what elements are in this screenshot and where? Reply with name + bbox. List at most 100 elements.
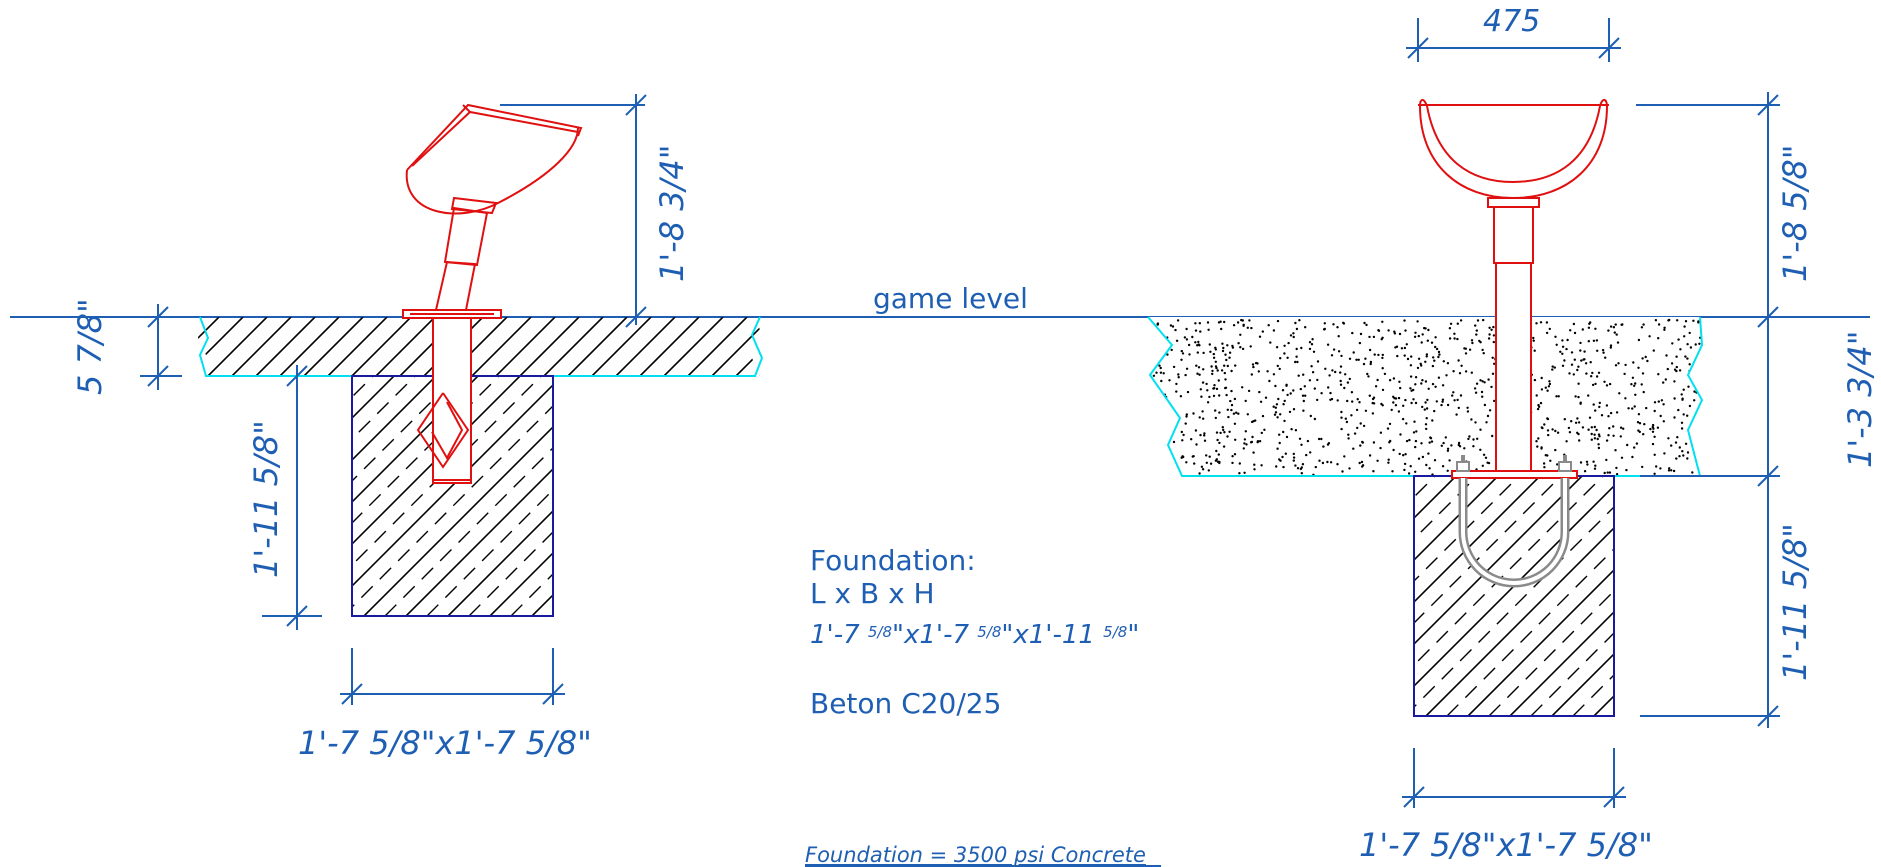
concrete-speck <box>1656 426 1660 429</box>
concrete-speck <box>1464 347 1468 350</box>
concrete-speck <box>1697 320 1700 323</box>
concrete-speck <box>1653 401 1657 404</box>
concrete-speck <box>1348 357 1352 360</box>
concrete-speck <box>1467 437 1470 441</box>
concrete-speck <box>1491 356 1494 359</box>
concrete-speck <box>1542 462 1546 465</box>
concrete-speck <box>1191 455 1195 458</box>
concrete-speck <box>1155 441 1158 444</box>
concrete-speck <box>1683 325 1686 328</box>
concrete-speck <box>1641 357 1644 360</box>
svg-text:1'-3 3/4": 1'-3 3/4" <box>1841 331 1879 468</box>
concrete-speck <box>1308 379 1312 382</box>
concrete-speck <box>1692 319 1695 322</box>
concrete-speck <box>1543 466 1546 469</box>
concrete-speck <box>1275 465 1278 468</box>
concrete-speck <box>1675 355 1678 358</box>
concrete-speck <box>1288 410 1292 414</box>
concrete-speck <box>1624 397 1627 400</box>
concrete-speck <box>1175 339 1179 342</box>
concrete-speck <box>1620 323 1623 326</box>
concrete-speck <box>1237 342 1240 345</box>
concrete-speck <box>1309 451 1312 454</box>
concrete-speck <box>1636 421 1640 424</box>
concrete-speck <box>1614 449 1617 452</box>
hatch-line <box>405 467 553 616</box>
hatch-line <box>1414 484 1614 688</box>
concrete-speck <box>1452 391 1455 394</box>
concrete-speck <box>1561 364 1565 367</box>
concrete-speck <box>1479 428 1482 431</box>
concrete-speck <box>1431 419 1434 422</box>
hatch-line <box>1414 476 1541 604</box>
concrete-speck <box>1214 409 1217 412</box>
concrete-speck <box>1283 352 1286 355</box>
concrete-speck <box>1425 355 1428 358</box>
concrete-speck <box>1453 332 1456 335</box>
concrete-speck <box>1231 461 1234 465</box>
concrete-speck <box>1549 459 1552 462</box>
concrete-speck <box>1644 355 1647 359</box>
concrete-speck <box>1179 395 1183 398</box>
concrete-speck <box>1247 389 1251 393</box>
concrete-note: Foundation = 3500 psi Concrete <box>805 843 1161 867</box>
concrete-speck <box>1216 438 1219 442</box>
concrete-speck <box>1389 439 1392 443</box>
hatch-line <box>519 317 580 376</box>
hatch-line <box>1446 548 1614 716</box>
concrete-speck <box>1613 331 1617 334</box>
concrete-speck <box>1665 354 1668 357</box>
hatch-line <box>1467 568 1614 716</box>
concrete-speck <box>1282 430 1285 434</box>
concrete-speck <box>1222 445 1226 448</box>
concrete-speck <box>1652 427 1655 430</box>
concrete-speck <box>1446 362 1450 365</box>
concrete-speck <box>1387 461 1390 464</box>
concrete-speck <box>1414 401 1418 405</box>
concrete-speck <box>1453 399 1456 402</box>
concrete-speck <box>1302 409 1305 412</box>
concrete-speck <box>1342 322 1346 325</box>
concrete-speck <box>1595 339 1599 342</box>
concrete-speck <box>1278 458 1281 461</box>
concrete-speck <box>1276 416 1279 419</box>
concrete-speck <box>1404 329 1407 332</box>
concrete-speck <box>1381 356 1384 360</box>
concrete-speck <box>1476 319 1480 322</box>
right-dim-foundation-size: 1'-7 5/8"x1'-7 5/8" <box>1359 748 1653 864</box>
concrete-speck <box>1352 447 1355 450</box>
concrete-speck <box>1208 395 1211 399</box>
concrete-speck <box>1300 466 1304 469</box>
left-foundation <box>351 375 554 617</box>
concrete-speck <box>1380 402 1383 406</box>
concrete-speck <box>1539 321 1543 324</box>
concrete-speck <box>1221 342 1224 345</box>
concrete-speck <box>1581 426 1585 429</box>
concrete-speck <box>1232 412 1236 415</box>
concrete-speck <box>1533 378 1537 382</box>
concrete-speck <box>1362 362 1366 366</box>
concrete-speck <box>1274 411 1278 414</box>
hatch-line <box>327 317 388 376</box>
concrete-speck <box>1214 365 1218 368</box>
concrete-speck <box>1235 411 1238 414</box>
concrete-speck <box>1294 464 1297 467</box>
concrete-speck <box>1593 467 1597 470</box>
concrete-speck <box>1298 319 1301 322</box>
concrete-speck <box>1649 427 1652 431</box>
left-dim-foundation-size: 1'-7 5/8"x1'-7 5/8" <box>298 648 592 762</box>
concrete-speck <box>1298 437 1302 440</box>
hatch-line <box>1414 476 1457 520</box>
concrete-speck <box>1612 425 1615 428</box>
concrete-speck <box>1361 440 1364 444</box>
concrete-speck <box>1398 380 1401 383</box>
concrete-speck <box>1693 399 1696 402</box>
hatch-line <box>687 317 748 376</box>
concrete-speck <box>1632 361 1635 364</box>
concrete-speck <box>1627 407 1630 410</box>
concrete-speck <box>1241 319 1245 322</box>
concrete-speck <box>1585 372 1588 375</box>
hatch-line <box>198 317 244 376</box>
concrete-speck <box>1479 379 1482 382</box>
